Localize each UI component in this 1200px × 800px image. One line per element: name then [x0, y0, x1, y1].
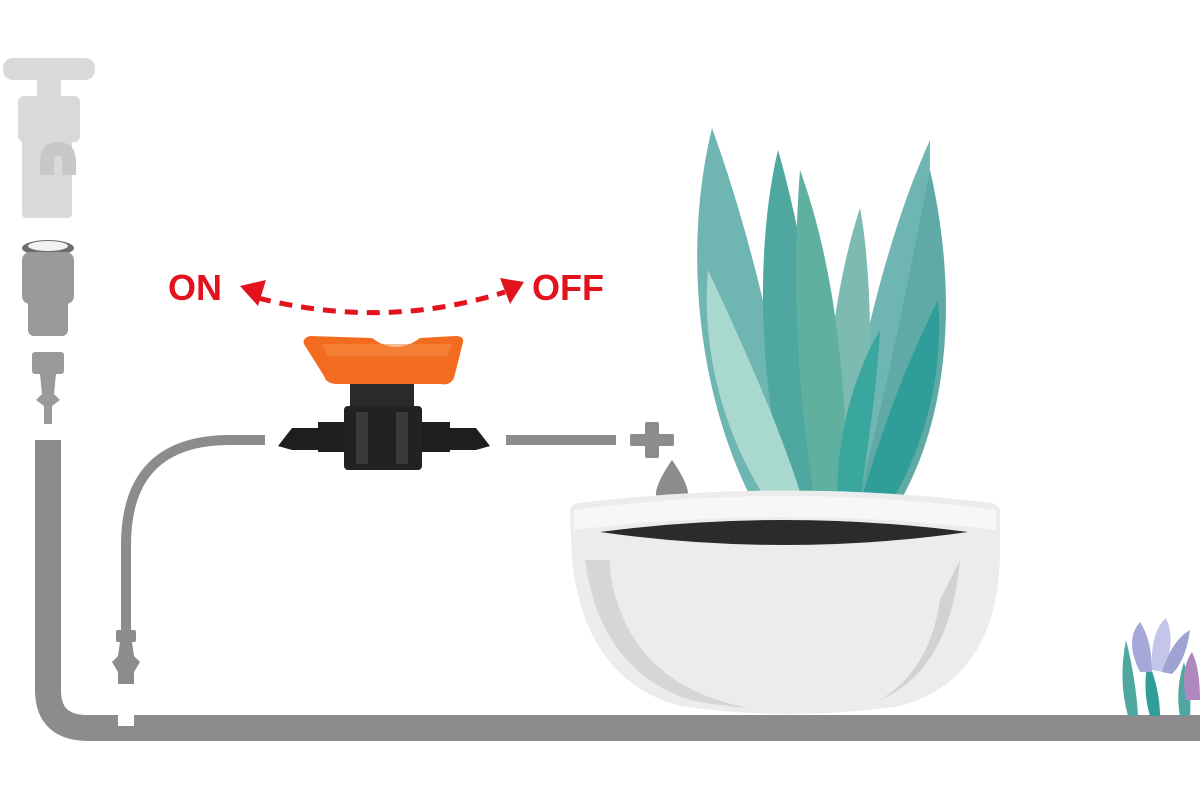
potted-plant-icon [570, 128, 1000, 714]
on-label: ON [168, 267, 222, 308]
valve-handle [303, 336, 464, 385]
leaf [796, 170, 847, 532]
pot-body [570, 490, 1000, 714]
leaf [706, 270, 812, 532]
off-arrow-icon [500, 278, 524, 304]
on-off-arc [257, 289, 506, 316]
on-arrow-icon [240, 280, 266, 306]
supply-pipe [35, 440, 1200, 741]
leaf [850, 170, 946, 532]
off-label: OFF [532, 267, 604, 308]
leaf [852, 300, 940, 532]
pot-soil [600, 520, 968, 545]
faucet-icon [3, 58, 95, 218]
micro-drip-line [121, 435, 265, 648]
outlet-line [506, 435, 616, 445]
tap-connector-icon [22, 240, 74, 424]
dripper-icon [630, 422, 674, 458]
leaf [837, 330, 880, 532]
crocus-flower-icon [1122, 618, 1200, 716]
t-connector-icon [112, 630, 140, 726]
shutoff-valve-icon [278, 336, 490, 470]
